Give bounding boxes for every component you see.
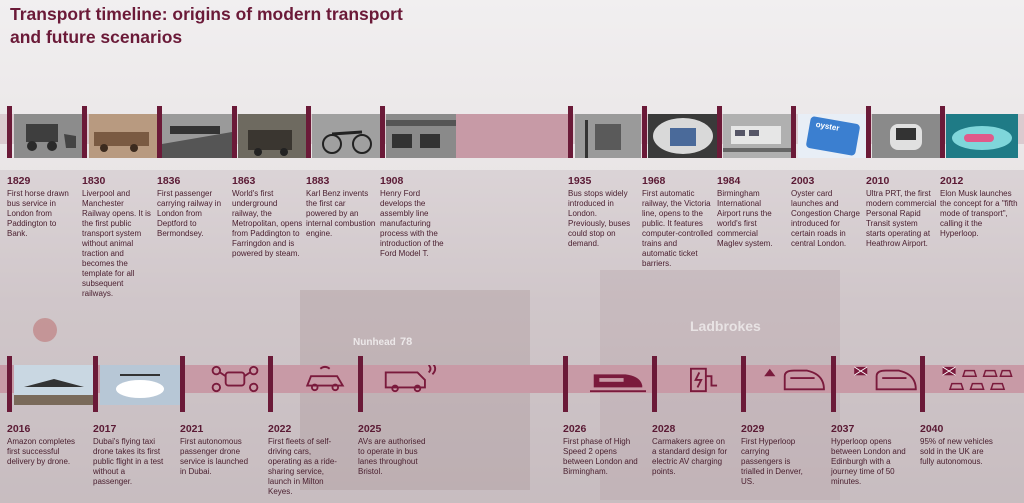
passenger-drone-icon (211, 365, 259, 393)
timeline-gap-1908-1935 (456, 114, 568, 158)
ladbrokes-sign: Ladbrokes (690, 318, 761, 334)
self-driving-car-icon (305, 365, 345, 392)
autonomous-van-icon (384, 365, 437, 393)
oyster-card-photo: oyster (798, 114, 866, 158)
charging-point-icon (690, 367, 718, 393)
bus-number: 78 (400, 336, 412, 348)
benz-car-photo (312, 114, 382, 158)
flying-taxi-photo (100, 365, 182, 405)
hyperloop-mountain-icon (764, 368, 825, 391)
bus-destination: Nunhead (353, 337, 396, 348)
passenger-railway-photo (162, 114, 232, 158)
assembly-line-photo (386, 114, 456, 158)
hyperloop-render (946, 114, 1018, 158)
page-title: Transport timeline: origins of modern tr… (10, 4, 403, 47)
underground-photo (238, 114, 308, 158)
autonomous-fleet-icon (942, 366, 1013, 391)
victoria-line-photo (648, 114, 718, 158)
hyperloop-uk-icon (853, 366, 917, 391)
prt-pod-photo (872, 114, 942, 158)
high-speed-train-icon (590, 374, 646, 393)
oyster-card-label: oyster (814, 119, 841, 133)
horse-bus-photo (14, 114, 84, 158)
bus-stop-photo (575, 114, 641, 158)
maglev-photo (723, 114, 793, 158)
railway-photo (89, 114, 157, 158)
drone-photo (14, 365, 94, 405)
